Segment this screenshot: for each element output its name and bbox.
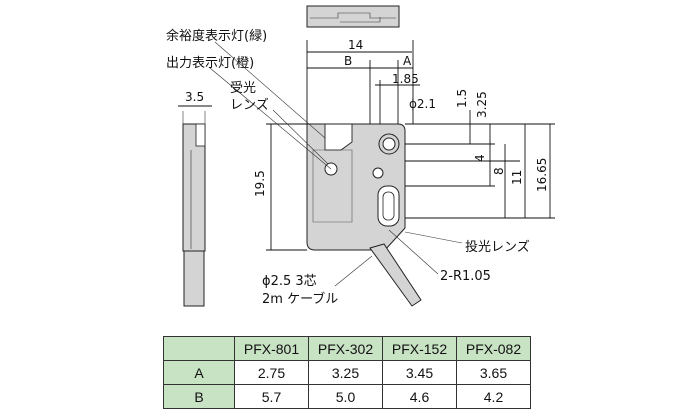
table-cell: 4.2	[456, 384, 531, 409]
dim-8: 8	[492, 167, 506, 175]
margin-indicator-label: 余裕度表示灯(緑)	[166, 28, 267, 44]
emitter-lens-label: 投光レンズ	[465, 239, 530, 255]
table-header-cell: PFX-302	[308, 336, 383, 361]
dim-a: A	[403, 54, 412, 68]
table-cell: 3.65	[456, 360, 531, 385]
dim-16-65: 16.65	[535, 158, 549, 192]
table-header-cell: PFX-801	[234, 336, 309, 361]
table-cell: 5.0	[308, 384, 383, 409]
table-row: A 2.75 3.25 3.45 3.65	[163, 360, 531, 385]
table-row: B 5.7 5.0 4.6 4.2	[163, 384, 531, 409]
output-indicator-label: 出力表示灯(橙)	[166, 56, 254, 71]
receiver-lens-label-line1: 受光	[230, 81, 256, 96]
dim-4: 4	[473, 154, 487, 162]
dim-3-25: 3.25	[475, 91, 489, 118]
table-cell: 5.7	[234, 384, 309, 409]
table-cell: 2.75	[234, 360, 309, 385]
table-cell: 3.25	[308, 360, 383, 385]
table-corner-cell	[163, 336, 235, 361]
dim-14: 14	[348, 38, 363, 52]
table-header-row: PFX-801 PFX-302 PFX-152 PFX-082	[163, 336, 531, 361]
front-view	[306, 123, 422, 307]
table-cell: 3.45	[382, 360, 457, 385]
table-cell: 4.6	[382, 384, 457, 409]
dimension-lines	[209, 40, 555, 287]
dim-phi-2-1: ϕ2.1	[409, 97, 436, 111]
cable-label-line1: ϕ2.5 3芯	[262, 274, 317, 289]
dim-1-85: 1.85	[392, 72, 419, 86]
table-row-label: A	[163, 360, 235, 385]
dim-1-5: 1.5	[455, 89, 469, 108]
side-view	[178, 105, 212, 307]
cable-label-line2: 2m ケーブル	[262, 291, 338, 307]
table-header-cell: PFX-152	[382, 336, 457, 361]
dim-b: B	[344, 54, 352, 68]
model-dimension-table: PFX-801 PFX-302 PFX-152 PFX-082 A 2.75 3…	[163, 336, 531, 409]
table-header-cell: PFX-082	[456, 336, 531, 361]
dim-11: 11	[510, 170, 524, 185]
table-row-label: B	[163, 384, 235, 409]
dim-3-5: 3.5	[185, 90, 204, 104]
dim-19-5: 19.5	[253, 170, 267, 197]
corner-radius-label: 2-R1.05	[440, 269, 491, 284]
top-view	[306, 5, 400, 28]
receiver-lens-label-line2: レンズ	[230, 97, 269, 113]
